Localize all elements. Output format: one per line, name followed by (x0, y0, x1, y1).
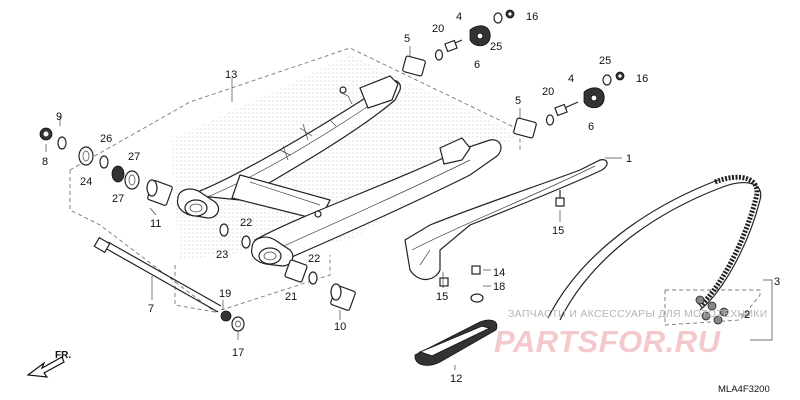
callout-24: 24 (80, 176, 92, 188)
chain-joint (695, 295, 729, 325)
callout-23: 23 (216, 249, 228, 261)
callout-8: 8 (42, 156, 48, 168)
callout-25-upper: 25 (490, 41, 502, 53)
callout-27-lower: 27 (112, 193, 124, 205)
collar-5-lower (513, 117, 537, 139)
callout-18: 18 (493, 281, 505, 293)
callout-15-lower: 15 (436, 291, 448, 303)
cover-bolts (439, 190, 565, 303)
callout-27-upper: 27 (128, 151, 140, 163)
callout-26: 26 (100, 133, 112, 145)
group-outline-chain (664, 289, 761, 326)
callout-9: 9 (56, 111, 62, 123)
callout-10: 10 (334, 321, 346, 333)
group-outline-swingarm (69, 47, 521, 313)
callout-19: 19 (219, 288, 231, 300)
drive-chain (547, 174, 762, 321)
diagram-code: MLA4F3200 (718, 384, 770, 395)
callout-16-lower: 16 (636, 73, 648, 85)
callout-20-lower: 20 (542, 86, 554, 98)
callout-21: 21 (285, 291, 297, 303)
chain-cover (404, 159, 608, 280)
adjuster-upper (434, 9, 515, 61)
chain-slider (414, 319, 498, 366)
callout-17: 17 (232, 347, 244, 359)
swingarm (176, 75, 502, 267)
callout-12: 12 (450, 373, 462, 385)
callout-3: 3 (774, 276, 780, 288)
direction-label: FR. (55, 350, 71, 361)
callout-4-lower: 4 (568, 73, 574, 85)
watermark-text: ЗАПЧАСТИ И АКСЕССУАРЫ ДЛЯ МОТОТЕХНИКИ (508, 308, 768, 320)
adjuster-lower (545, 71, 625, 126)
callout-6-lower: 6 (588, 121, 594, 133)
callout-6-upper: 6 (474, 59, 480, 71)
callout-13: 13 (225, 69, 237, 81)
callout-7: 7 (148, 303, 154, 315)
front-direction-arrow: FR. (26, 350, 71, 378)
collar-5-upper (402, 55, 426, 77)
callout-20-upper: 20 (432, 23, 444, 35)
callout-22-left: 22 (240, 217, 252, 229)
callout-16-upper: 16 (526, 11, 538, 23)
callout-2: 2 (744, 309, 750, 321)
callout-22-right: 22 (308, 253, 320, 265)
collar-21 (284, 259, 308, 283)
watermark-logo: PARTSFOR.RU (494, 324, 722, 359)
callout-14: 14 (493, 267, 505, 279)
callout-4-upper: 4 (456, 11, 462, 23)
callout-numbers: 1 2 3 4 4 5 5 6 6 7 8 9 10 11 12 13 14 1… (42, 11, 780, 385)
collar-10 (330, 283, 356, 311)
callout-25-lower: 25 (599, 55, 611, 67)
callout-5-upper: 5 (404, 33, 410, 45)
pivot-bolt (93, 236, 222, 313)
collar-11 (146, 179, 173, 206)
callout-1: 1 (626, 153, 632, 165)
leader-lines (45, 46, 773, 370)
callout-15-upper: 15 (552, 225, 564, 237)
bearing-parts-left (39, 127, 318, 332)
swingarm-shading (170, 55, 520, 260)
callout-11: 11 (150, 218, 161, 230)
callout-5-lower: 5 (515, 95, 521, 107)
